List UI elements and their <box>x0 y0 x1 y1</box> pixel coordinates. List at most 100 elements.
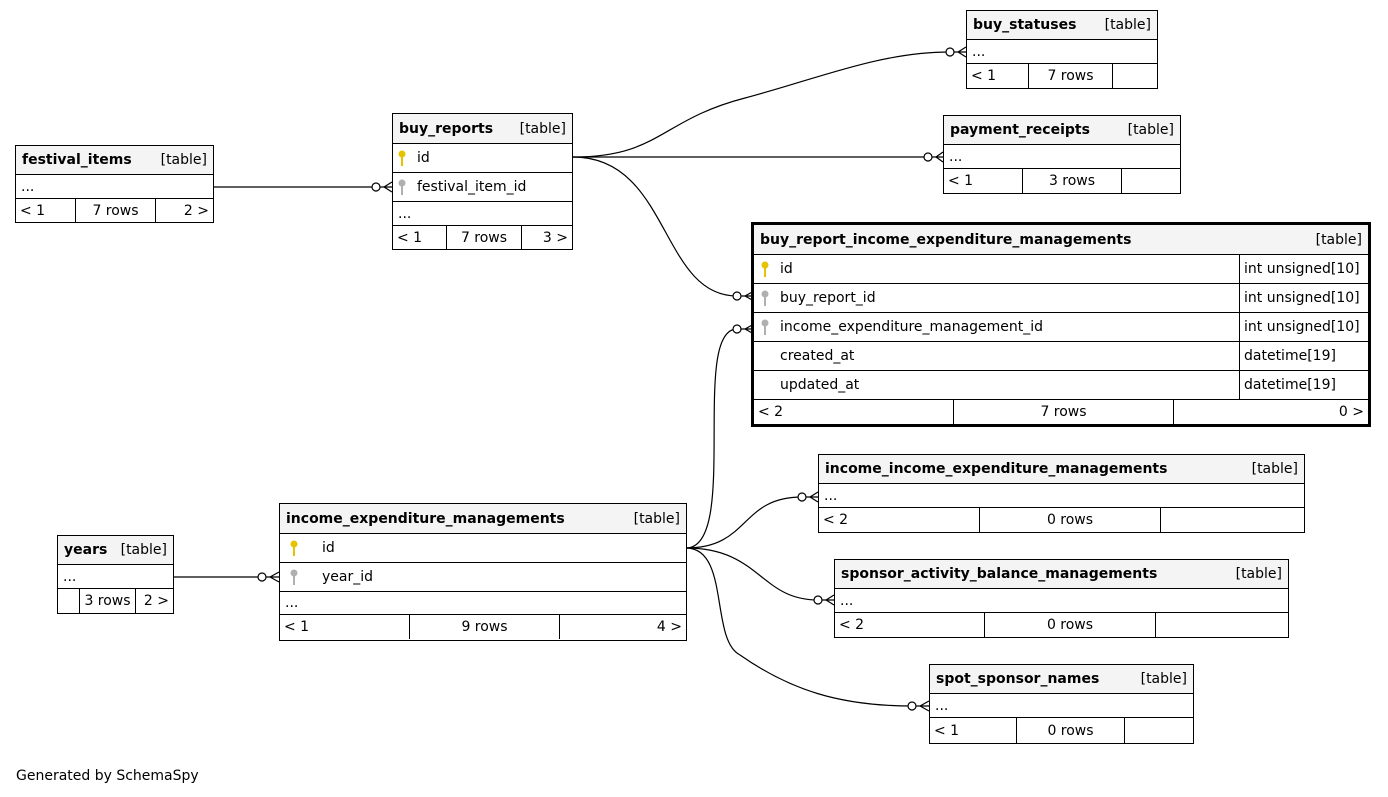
table-name: buy_report_income_expenditure_management… <box>760 231 1132 248</box>
table-stats: < 2 0 rows <box>835 613 1288 637</box>
table-buy-report-income-expenditure-managements[interactable]: buy_report_income_expenditure_management… <box>751 222 1371 427</box>
table-name: income_expenditure_managements <box>286 510 565 527</box>
column-row[interactable]: id <box>393 144 572 173</box>
edge-iem-birem <box>685 328 738 549</box>
table-stats: < 1 9 rows 4 > <box>280 615 686 639</box>
table-kind: [table] <box>1235 566 1282 582</box>
column-row[interactable]: id int unsigned[10] <box>754 255 1368 284</box>
children-count[interactable]: 4 > <box>559 615 686 639</box>
table-payment-receipts[interactable]: payment_receipts [table] ... < 1 3 rows <box>943 115 1181 194</box>
parents-count[interactable] <box>58 589 79 613</box>
row-count: 7 rows <box>446 226 521 249</box>
children-count[interactable] <box>1160 508 1304 532</box>
table-kind: [table] <box>1104 17 1151 33</box>
table-festival-items[interactable]: festival_items [table] ... < 1 7 rows 2 … <box>15 145 214 223</box>
crows-foot-marker <box>371 181 393 193</box>
primary-key-icon <box>280 539 308 557</box>
children-count[interactable] <box>1121 169 1180 193</box>
parents-count[interactable]: < 2 <box>758 404 784 420</box>
columns-collapsed: ... <box>930 694 1193 718</box>
foreign-key-icon <box>393 178 411 196</box>
generated-by-footer: Generated by SchemaSpy <box>16 768 199 784</box>
parents-count[interactable]: < 2 <box>839 617 865 633</box>
children-count[interactable] <box>1112 64 1157 88</box>
row-count: 3 rows <box>79 589 135 613</box>
foreign-key-icon <box>754 289 776 307</box>
ellipsis: ... <box>21 178 35 195</box>
crows-foot-marker <box>945 46 967 58</box>
table-header: festival_items [table] <box>16 146 213 175</box>
table-kind: [table] <box>1127 122 1174 138</box>
columns-collapsed: ... <box>16 175 213 199</box>
table-header: buy_reports [table] <box>393 114 572 144</box>
parents-count[interactable]: < 1 <box>971 68 997 84</box>
table-stats: < 1 0 rows <box>930 718 1193 743</box>
table-header: income_income_expenditure_managements [t… <box>819 455 1304 484</box>
children-count[interactable]: 2 > <box>135 589 173 613</box>
children-count[interactable] <box>1155 613 1288 637</box>
table-stats: < 1 7 rows <box>967 64 1157 88</box>
parents-count[interactable]: < 1 <box>948 173 974 189</box>
children-count[interactable]: 2 > <box>155 199 213 222</box>
table-header: income_expenditure_managements [table] <box>280 504 686 534</box>
children-count[interactable]: 3 > <box>521 226 572 249</box>
table-kind: [table] <box>120 542 167 558</box>
column-name: id <box>780 261 793 277</box>
column-name: year_id <box>322 569 374 585</box>
table-income-expenditure-managements[interactable]: income_expenditure_managements [table] i… <box>279 503 687 641</box>
column-name: created_at <box>780 348 855 364</box>
children-count[interactable]: 0 > <box>1173 400 1368 424</box>
crows-foot-marker <box>907 700 930 712</box>
edge-buy-reports-birem <box>572 156 738 297</box>
table-sponsor-activity-balance-managements[interactable]: sponsor_activity_balance_managements [ta… <box>834 559 1289 638</box>
column-row[interactable]: id <box>280 534 686 563</box>
row-count: 3 rows <box>1022 169 1121 193</box>
ellipsis: ... <box>398 205 412 222</box>
ellipsis: ... <box>949 148 963 165</box>
column-type: int unsigned[10] <box>1239 313 1368 341</box>
table-name: festival_items <box>22 152 132 168</box>
table-kind: [table] <box>519 120 566 137</box>
columns-collapsed: ... <box>819 484 1304 508</box>
edge-iem-sabm <box>685 547 819 601</box>
table-header: buy_report_income_expenditure_management… <box>754 225 1368 255</box>
table-spot-sponsor-names[interactable]: spot_sponsor_names [table] ... < 1 0 row… <box>929 664 1194 744</box>
foreign-key-icon <box>280 568 308 586</box>
table-stats: < 1 7 rows 3 > <box>393 226 572 249</box>
table-name: sponsor_activity_balance_managements <box>841 566 1158 582</box>
table-name: spot_sponsor_names <box>936 671 1100 687</box>
table-name: buy_reports <box>399 120 494 137</box>
table-header: spot_sponsor_names [table] <box>930 665 1193 694</box>
parents-count[interactable]: < 1 <box>20 202 46 219</box>
parents-count[interactable]: < 1 <box>397 229 423 246</box>
row-count: 0 rows <box>979 508 1160 532</box>
table-name: payment_receipts <box>950 122 1090 138</box>
table-income-income-expenditure-managements[interactable]: income_income_expenditure_managements [t… <box>818 454 1305 533</box>
column-row[interactable]: festival_item_id <box>393 173 572 202</box>
column-type: int unsigned[10] <box>1239 255 1368 283</box>
edge-iem-iiem <box>685 496 803 549</box>
children-count[interactable] <box>1124 718 1193 743</box>
column-name: id <box>322 540 335 556</box>
row-count: 0 rows <box>984 613 1155 637</box>
parents-count[interactable]: < 1 <box>284 619 310 635</box>
table-buy-statuses[interactable]: buy_statuses [table] ... < 1 7 rows <box>966 10 1158 89</box>
table-buy-reports[interactable]: buy_reports [table] id festival_item_id … <box>392 113 573 250</box>
table-kind: [table] <box>1315 231 1362 248</box>
table-header: years [table] <box>58 536 173 565</box>
columns-collapsed: ... <box>835 589 1288 613</box>
columns-collapsed: ... <box>58 565 173 589</box>
column-row[interactable]: year_id <box>280 563 686 592</box>
crows-foot-marker <box>257 571 280 583</box>
row-count: 7 rows <box>953 400 1173 424</box>
table-years[interactable]: years [table] ... 3 rows 2 > <box>57 535 174 614</box>
parents-count[interactable]: < 2 <box>823 512 849 528</box>
parents-count[interactable]: < 1 <box>934 722 960 739</box>
table-stats: 3 rows 2 > <box>58 589 173 613</box>
table-name: income_income_expenditure_managements <box>825 461 1168 477</box>
ellipsis: ... <box>935 697 949 714</box>
